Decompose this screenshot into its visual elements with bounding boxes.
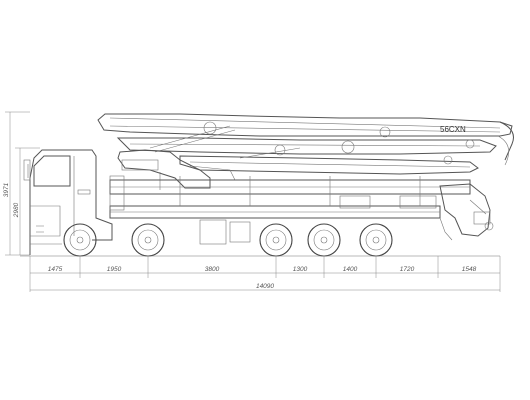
dim-rear-overhang: 1548 xyxy=(462,266,477,273)
boom-assembly: 56CXN xyxy=(97,113,514,175)
dim-rear-1: 1720 xyxy=(400,266,415,273)
model-label: 56CXN xyxy=(440,125,466,134)
dim-axle-2-3: 3800 xyxy=(205,266,220,273)
dim-overall-length: 14090 xyxy=(256,283,274,290)
wheel-2 xyxy=(131,223,165,257)
chassis xyxy=(109,175,494,245)
dim-axle-4-5: 1400 xyxy=(343,266,358,273)
wheel-3 xyxy=(259,223,293,257)
wheel-4 xyxy=(307,223,341,257)
wheel-1 xyxy=(63,223,97,257)
dim-axle-1-2: 1950 xyxy=(107,266,122,273)
truck-cab xyxy=(23,149,113,255)
dim-height-cab: 2980 xyxy=(13,202,20,218)
wheels xyxy=(63,223,393,257)
dim-height-total: 3971 xyxy=(3,182,10,197)
vertical-dimensions: 3971 2980 xyxy=(3,111,40,256)
horizontal-dimensions: 1475 1950 3800 1300 1400 1720 1548 14090 xyxy=(29,256,501,292)
dim-axle-3-4: 1300 xyxy=(293,266,308,273)
dim-front-overhang: 1475 xyxy=(48,266,63,273)
wheel-5 xyxy=(359,223,393,257)
